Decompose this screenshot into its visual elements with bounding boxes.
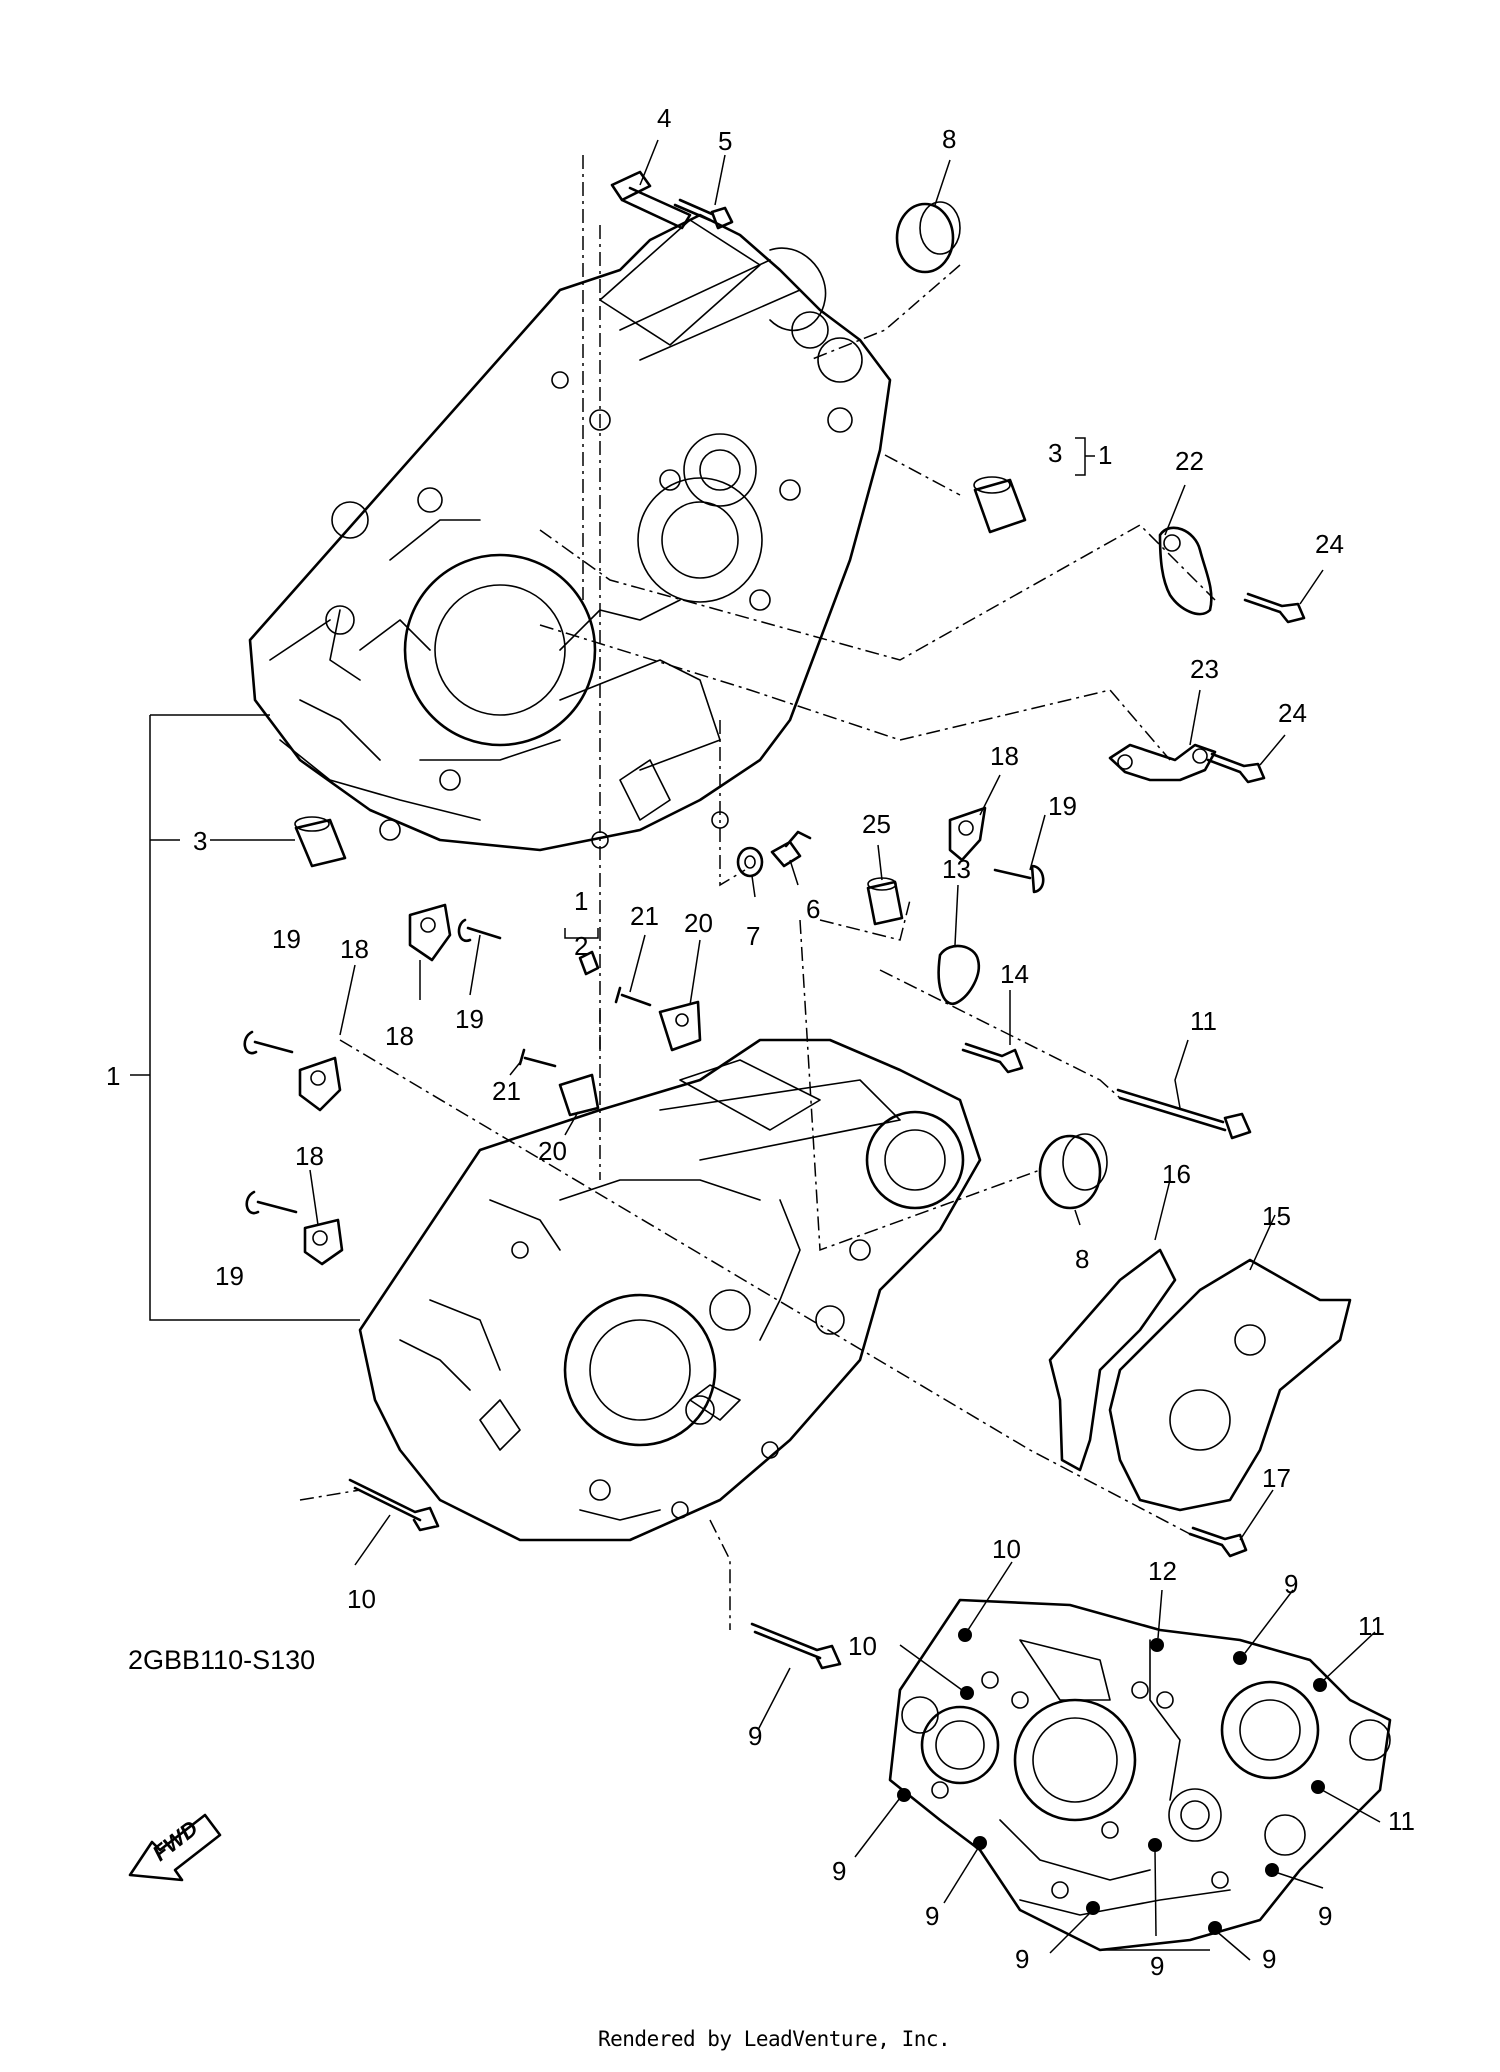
callout-18: 18	[990, 741, 1019, 771]
callout-10: 10	[347, 1584, 376, 1614]
callout-17: 17	[1262, 1463, 1291, 1493]
leader-lines	[130, 139, 1381, 1961]
callout-21: 21	[492, 1076, 521, 1106]
callout-11: 11	[1190, 1006, 1217, 1036]
callout-19: 19	[1048, 791, 1077, 821]
callout-8: 8	[1075, 1244, 1089, 1274]
callout-10: 10	[992, 1534, 1021, 1564]
callout-14: 14	[1000, 959, 1029, 989]
upper-crankcase	[248, 213, 892, 852]
crankcase-face-view	[888, 1598, 1392, 1952]
alignment-lines	[299, 155, 1216, 1630]
callout-1: 1	[1098, 440, 1112, 470]
callout-24: 24	[1315, 529, 1344, 559]
callout-9: 9	[1150, 1951, 1164, 1981]
callout-22: 22	[1175, 446, 1204, 476]
callout-9: 9	[1284, 1569, 1298, 1599]
fwd-arrow-icon: FWD	[128, 1813, 222, 1882]
callout-4: 4	[657, 103, 671, 133]
callout-7: 7	[746, 921, 760, 951]
callout-9: 9	[925, 1901, 939, 1931]
callout-23: 23	[1190, 654, 1219, 684]
callout-5: 5	[718, 126, 732, 156]
callout-24: 24	[1278, 698, 1307, 728]
callout-9: 9	[1015, 1944, 1029, 1974]
callout-3: 3	[193, 826, 207, 856]
callout-3: 3	[1048, 438, 1062, 468]
callout-18: 18	[385, 1021, 414, 1051]
callout-1: 1	[106, 1061, 120, 1091]
callout-20: 20	[684, 908, 713, 938]
callout-19: 19	[455, 1004, 484, 1034]
callout-8: 8	[942, 124, 956, 154]
callout-21: 21	[630, 901, 659, 931]
callout-6: 6	[806, 894, 820, 924]
callout-15: 15	[1262, 1201, 1291, 1231]
callout-10: 10	[848, 1631, 877, 1661]
callout-9: 9	[1318, 1901, 1332, 1931]
callout-18: 18	[295, 1141, 324, 1171]
callout-19: 19	[272, 924, 301, 954]
callout-13: 13	[942, 854, 971, 884]
callout-11: 11	[1358, 1611, 1385, 1641]
callout-labels: 4 5 8 3 1 22 24 23 24 18 19 25 13 6 7 3 …	[106, 103, 1415, 1981]
callout-16: 16	[1162, 1159, 1191, 1189]
callout-9: 9	[832, 1856, 846, 1886]
callout-25: 25	[862, 809, 891, 839]
callout-19: 19	[215, 1261, 244, 1291]
callout-20: 20	[538, 1136, 567, 1166]
callout-1: 1	[574, 886, 588, 916]
callout-9: 9	[748, 1721, 762, 1751]
render-credit: Rendered by LeadVenture, Inc.	[598, 2027, 951, 2051]
callout-9: 9	[1262, 1944, 1276, 1974]
callout-11: 11	[1388, 1806, 1415, 1836]
lower-crankcase	[358, 1038, 982, 1542]
diagram-code: 2GBB110-S130	[128, 1645, 316, 1675]
callout-12: 12	[1148, 1556, 1177, 1586]
callout-18: 18	[340, 934, 369, 964]
small-parts	[243, 170, 1352, 1670]
callout-2: 2	[574, 931, 588, 961]
